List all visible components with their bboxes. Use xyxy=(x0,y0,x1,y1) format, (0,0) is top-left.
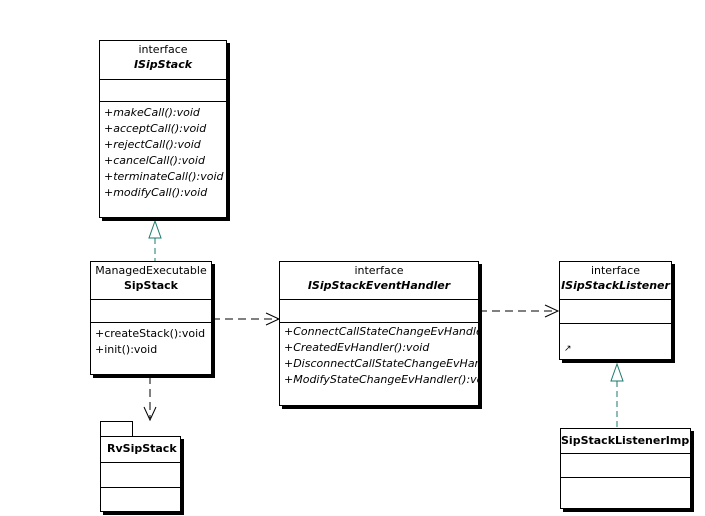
operation: +terminateCall():void xyxy=(104,170,224,183)
stereotype-label: interface xyxy=(590,264,641,277)
class-name: SipStackListenerImpl xyxy=(561,434,691,447)
operation: +rejectCall():void xyxy=(104,138,201,151)
stereotype-label: ManagedExecutable xyxy=(95,264,207,277)
operation: +ModifyStateChangeEvHandler():void xyxy=(284,373,479,386)
package-header: RvSipStack xyxy=(101,437,180,463)
marker-icon: ↗ xyxy=(564,344,572,354)
package-tab xyxy=(100,421,133,437)
class-header: ManagedExecutable SipStack xyxy=(91,262,211,300)
attributes-compartment xyxy=(561,454,690,478)
package-rvsipstack[interactable]: RvSipStack xyxy=(100,436,181,512)
operations-compartment: +ConnectCallStateChangeEvHandler():void … xyxy=(280,323,478,388)
operation: +init():void xyxy=(95,343,158,356)
class-isipstack[interactable]: interface ISipStack +makeCall():void +ac… xyxy=(99,40,227,218)
operation: +modifyCall():void xyxy=(104,186,208,199)
attributes-compartment xyxy=(280,300,478,323)
class-header: interface ISipStackListener xyxy=(560,262,671,300)
attributes-compartment xyxy=(560,300,671,324)
operation: +cancelCall():void xyxy=(104,154,205,167)
operation: +DisconnectCallStateChangeEvHandler():vo… xyxy=(284,357,479,370)
class-name: ISipStackEventHandler xyxy=(307,279,451,292)
operation: +makeCall():void xyxy=(104,106,200,119)
operations-compartment: +createStack():void +init():void xyxy=(91,323,211,358)
class-isipstacklistener[interactable]: interface ISipStackListener xyxy=(559,261,672,360)
class-sipstacklistenerimpl[interactable]: SipStackListenerImpl xyxy=(560,428,691,509)
class-header: SipStackListenerImpl xyxy=(561,429,690,454)
realization-arrowhead-listener xyxy=(610,362,624,382)
attributes-compartment xyxy=(101,463,180,488)
operation: +acceptCall():void xyxy=(104,122,207,135)
stereotype-label: interface xyxy=(354,264,404,277)
class-sipstack[interactable]: ManagedExecutable SipStack +createStack(… xyxy=(90,261,212,375)
attributes-compartment xyxy=(91,300,211,323)
class-header: interface ISipStack xyxy=(100,41,226,80)
operation: +CreatedEvHandler():void xyxy=(284,341,430,354)
realization-arrowhead-isipstack xyxy=(148,219,162,239)
class-isipstackeventhandler[interactable]: interface ISipStackEventHandler +Connect… xyxy=(279,261,479,406)
class-name: ISipStack xyxy=(133,58,193,71)
dependency-arrowhead-listener xyxy=(544,304,560,318)
package-name: RvSipStack xyxy=(107,442,177,455)
operation: +ConnectCallStateChangeEvHandler():void xyxy=(284,325,478,338)
dependency-arrowhead-rvsipstack xyxy=(143,406,157,422)
stereotype-label: interface xyxy=(138,43,188,56)
attributes-compartment xyxy=(100,80,226,102)
operation: +createStack():void xyxy=(95,327,206,340)
class-name: ISipStackListener xyxy=(561,279,670,292)
operations-compartment: +makeCall():void +acceptCall():void +rej… xyxy=(100,102,226,201)
class-header: interface ISipStackEventHandler xyxy=(280,262,478,300)
class-name: SipStack xyxy=(123,279,178,292)
